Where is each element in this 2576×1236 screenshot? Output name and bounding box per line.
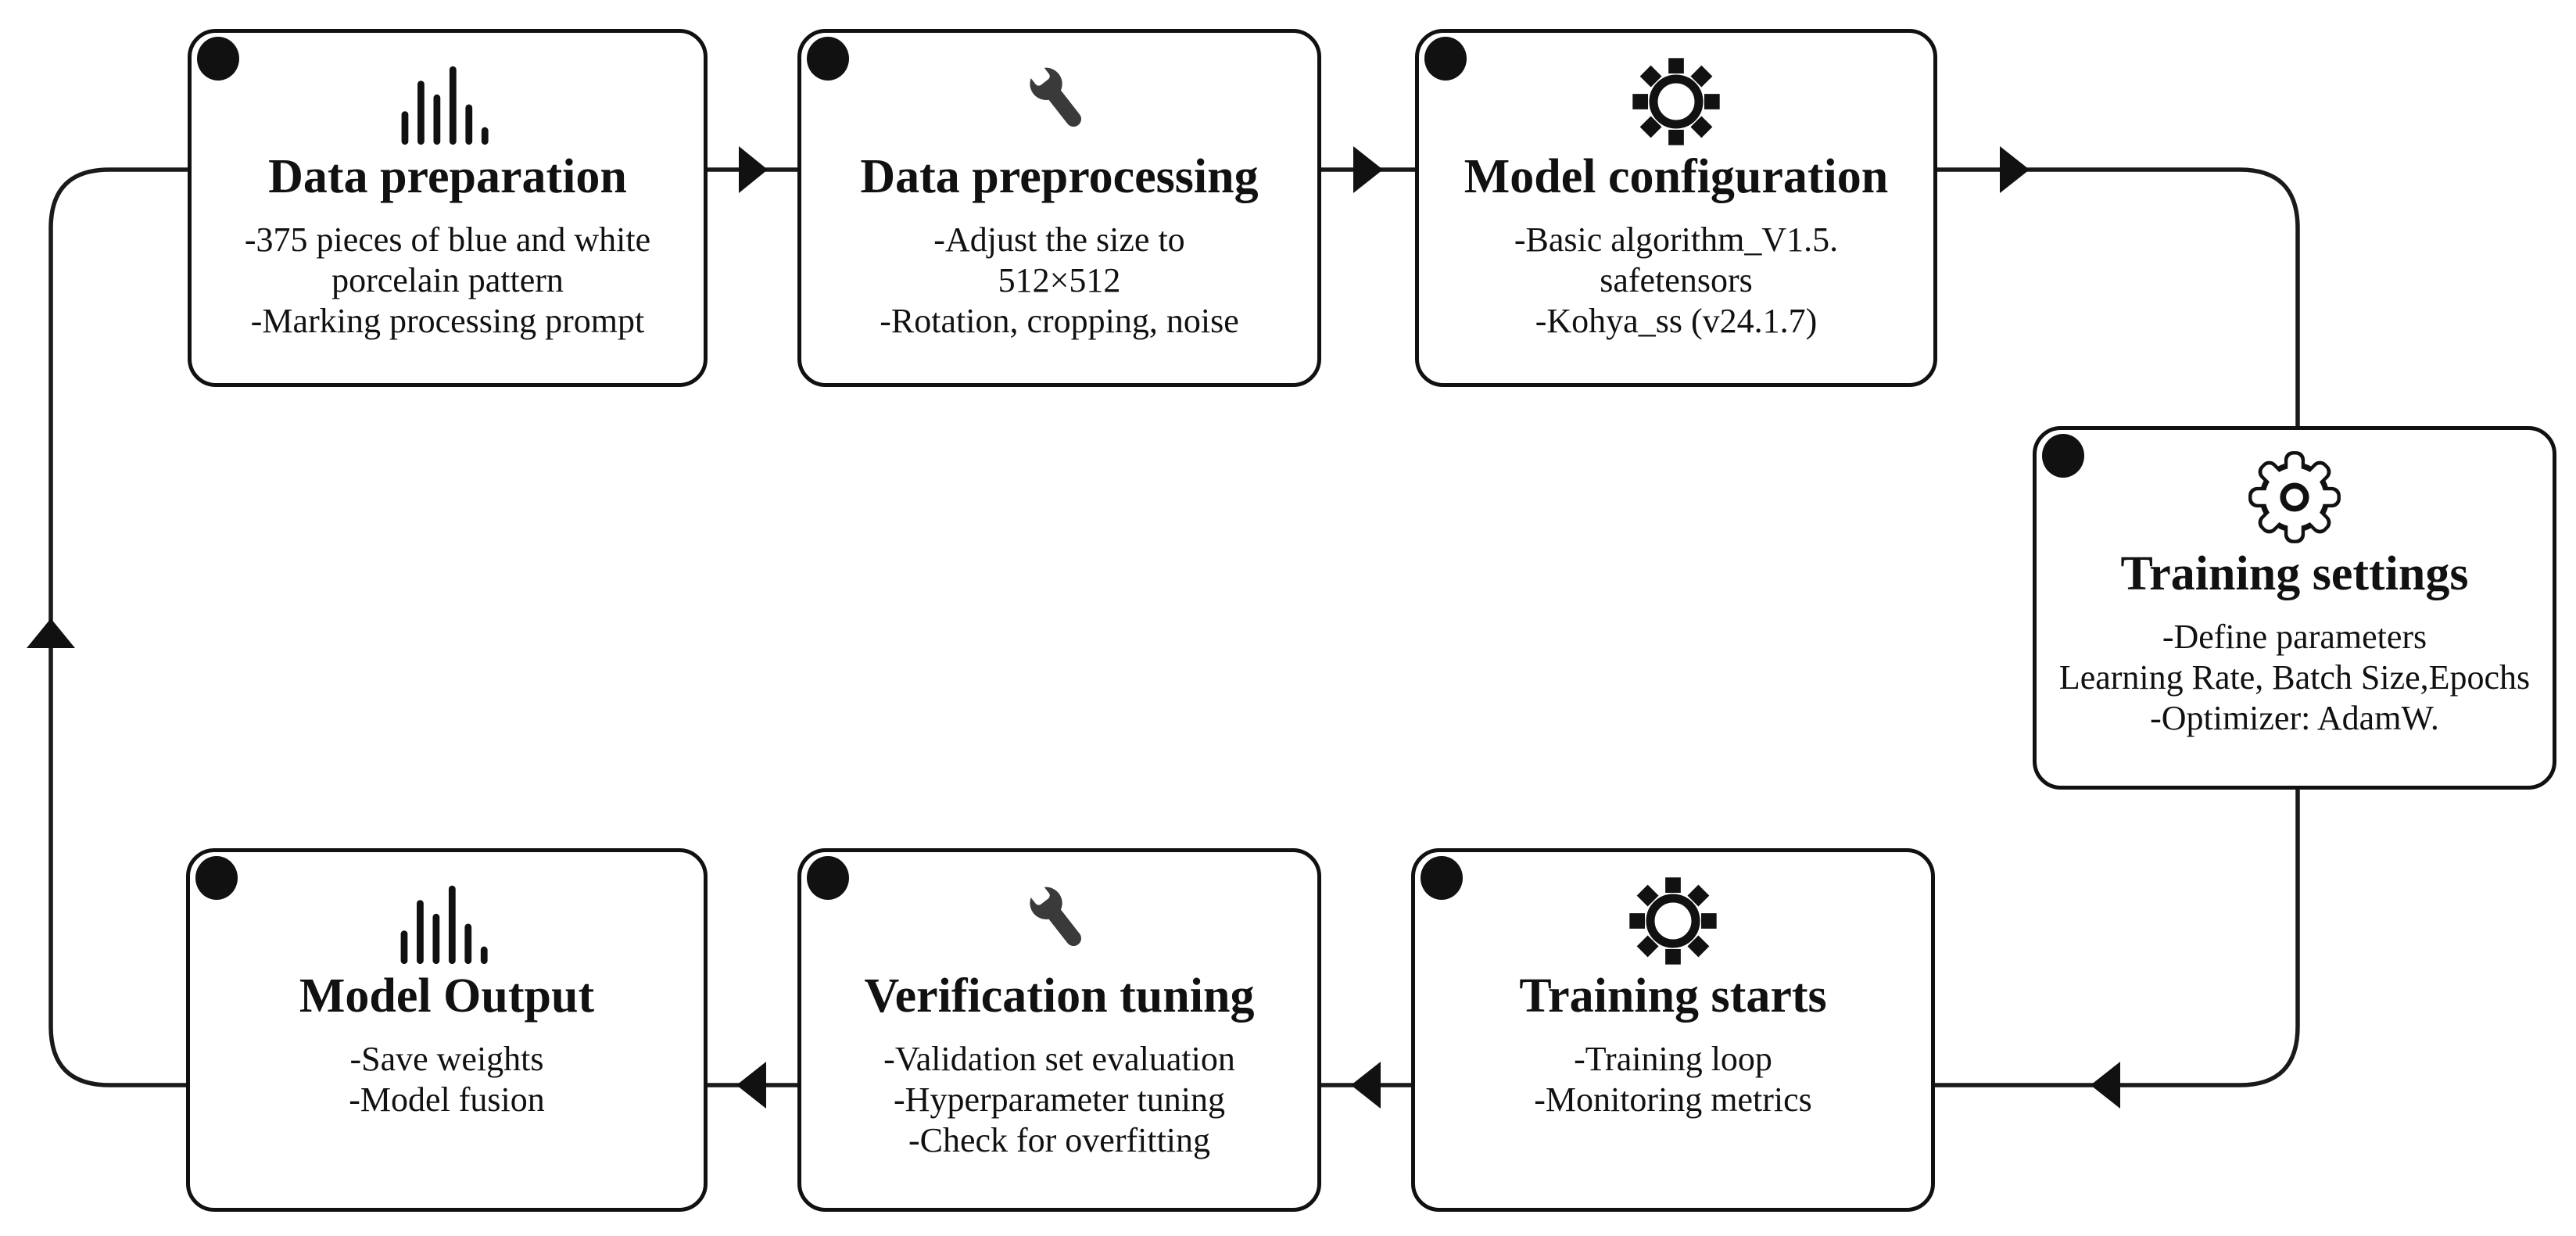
box-details: -Adjust the size to 512×512 -Rotation, c…	[801, 220, 1317, 342]
detail-line: -Adjust the size to	[933, 220, 1185, 260]
box-training-settings: Training settings -Define parameters Lea…	[2033, 426, 2556, 790]
arrowhead-right-3	[2000, 146, 2030, 193]
bar-chart-icon	[192, 52, 704, 147]
box-details: -Save weights -Model fusion	[190, 1039, 704, 1120]
detail-line: -Check for overfitting	[908, 1121, 1211, 1160]
wrench-icon	[801, 871, 1317, 966]
corner-dot	[1424, 37, 1467, 81]
bar-chart-icon	[190, 871, 704, 966]
arrowhead-right-1	[739, 146, 768, 193]
detail-line: safetensors	[1600, 261, 1753, 300]
box-title: Verification tuning	[864, 969, 1255, 1023]
arrowhead-left-1	[2091, 1062, 2120, 1109]
box-details: -Validation set evaluation -Hyperparamet…	[801, 1039, 1317, 1161]
wrench-icon	[801, 52, 1317, 147]
gear-outline-icon	[2037, 449, 2553, 544]
arrowhead-up	[27, 618, 75, 648]
detail-line: porcelain pattern	[331, 261, 564, 300]
detail-line: Learning Rate, Batch Size,Epochs	[2058, 658, 2531, 697]
box-model-output: Model Output -Save weights -Model fusion	[186, 848, 708, 1212]
box-training-starts: Training starts -Training loop -Monitori…	[1411, 848, 1935, 1212]
arrowhead-left-3	[736, 1062, 766, 1109]
detail-line: -Hyperparameter tuning	[894, 1080, 1225, 1120]
box-details: -Define parameters Learning Rate, Batch …	[2037, 617, 2553, 739]
detail-line: -Save weights	[349, 1040, 544, 1079]
corner-dot	[195, 856, 238, 900]
box-data-preprocessing: Data preprocessing -Adjust the size to 5…	[797, 29, 1321, 387]
box-verification-tuning: Verification tuning -Validation set eval…	[797, 848, 1321, 1212]
detail-line: -Basic algorithm_V1.5.	[1514, 220, 1839, 260]
detail-line: -Validation set evaluation	[883, 1040, 1235, 1079]
detail-line: -Monitoring metrics	[1534, 1080, 1812, 1120]
box-details: -375 pieces of blue and white porcelain …	[192, 220, 704, 342]
box-title: Model Output	[299, 969, 595, 1023]
detail-line: -Marking processing prompt	[250, 302, 645, 341]
arrowhead-right-2	[1353, 146, 1383, 193]
detail-line: -Training loop	[1574, 1040, 1772, 1079]
box-data-preparation: Data preparation -375 pieces of blue and…	[188, 29, 708, 387]
box-details: -Training loop -Monitoring metrics	[1415, 1039, 1931, 1120]
gear-filled-icon	[1415, 871, 1931, 966]
detail-line: -Rotation, cropping, noise	[880, 302, 1239, 341]
corner-dot	[197, 37, 239, 81]
detail-line: -Model fusion	[349, 1080, 545, 1120]
corner-dot	[2042, 434, 2084, 478]
corner-dot	[807, 856, 849, 900]
detail-line: 512×512	[998, 261, 1121, 300]
box-title: Training starts	[1519, 969, 1827, 1023]
box-title: Data preprocessing	[860, 150, 1259, 203]
box-title: Model configuration	[1464, 150, 1889, 203]
gear-filled-icon	[1419, 52, 1933, 147]
arrowhead-left-2	[1351, 1062, 1381, 1109]
box-title: Data preparation	[268, 150, 627, 203]
box-details: -Basic algorithm_V1.5. safetensors -Kohy…	[1419, 220, 1933, 342]
detail-line: -Kohya_ss (v24.1.7)	[1535, 302, 1818, 341]
box-model-configuration: Model configuration -Basic algorithm_V1.…	[1415, 29, 1937, 387]
box-title: Training settings	[2120, 547, 2469, 600]
detail-line: -Optimizer: AdamW.	[2150, 699, 2439, 738]
detail-line: -375 pieces of blue and white	[244, 220, 651, 260]
detail-line: -Define parameters	[2162, 618, 2427, 657]
corner-dot	[807, 37, 849, 81]
corner-dot	[1421, 856, 1463, 900]
